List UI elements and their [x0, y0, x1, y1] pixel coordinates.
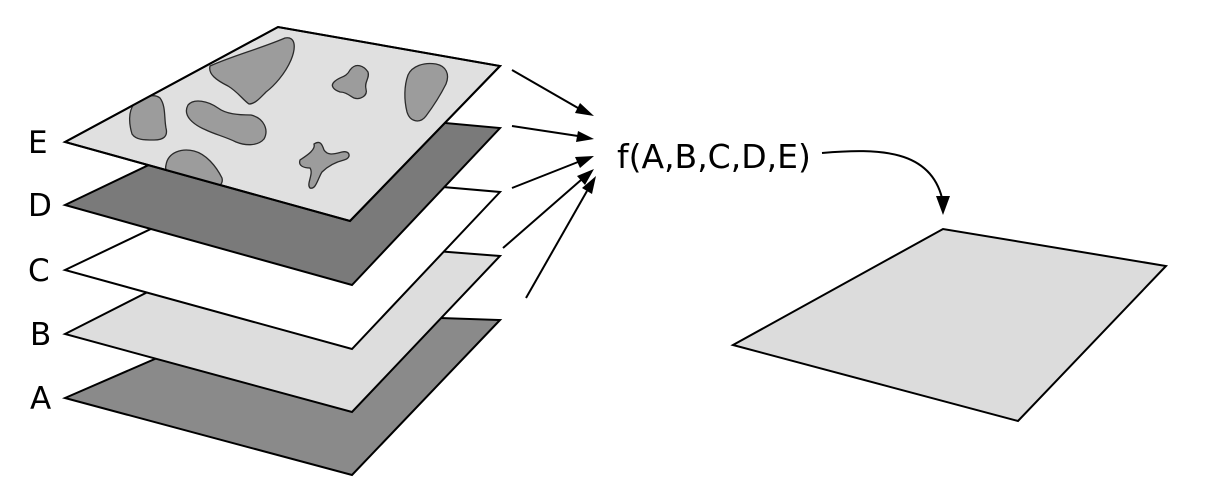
patch-shape [404, 62, 449, 122]
patch-shape [209, 37, 295, 105]
arrow-head [575, 103, 594, 116]
arrow-head [575, 156, 594, 168]
arrow-head [576, 131, 594, 142]
arrow-from-d [511, 125, 579, 137]
arrow-from-c [511, 161, 579, 189]
patch-shape [331, 64, 370, 100]
function-label: f(A,B,C,D,E) [617, 137, 811, 176]
layer-label-e: E [28, 125, 48, 161]
layer-label-b: B [30, 317, 51, 353]
output-arrow-head [936, 196, 950, 215]
patch-shape [298, 141, 350, 189]
result-layer [730, 227, 1169, 423]
arrow-head [577, 169, 594, 185]
patch-shape [185, 100, 267, 146]
arrow-from-a [525, 190, 588, 299]
layer-label-c: C [28, 253, 50, 289]
arrow-head [582, 176, 596, 194]
input-arrows [502, 69, 596, 299]
patch-shape [128, 95, 168, 141]
layer-label-d: D [28, 188, 52, 224]
layer-label-a: A [30, 381, 51, 417]
arrow-from-b [502, 179, 582, 249]
output-arrow [821, 150, 943, 199]
layer-e-outline [62, 25, 503, 223]
arrow-from-e [511, 69, 579, 109]
